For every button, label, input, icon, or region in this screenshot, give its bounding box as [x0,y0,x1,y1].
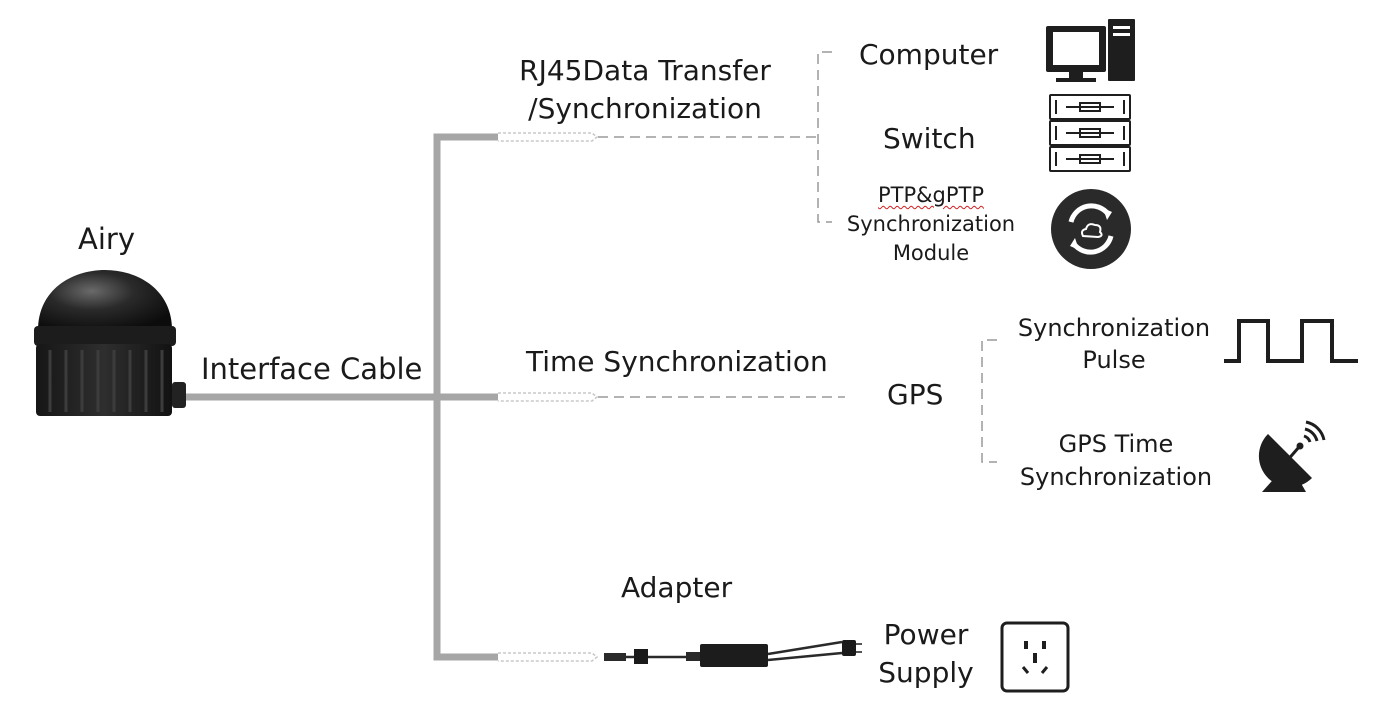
switch-icon [1049,94,1131,172]
satellite-dish-icon [1258,420,1326,492]
power-adapter-icon [604,640,862,667]
interface-cable [186,133,498,661]
time-sync-label: Time Synchronization [526,345,828,378]
square-wave-icon [1224,319,1358,363]
interface-cable-label: Interface Cable [201,352,423,386]
lidar-sensor-icon [34,270,186,416]
gps-time-sync-label-line2: Synchronization [1019,463,1213,491]
dashed-connections [598,51,997,463]
sync-pulse-label: Synchronization Pulse [1004,312,1224,376]
sync-pulse-label-line2: Pulse [1082,346,1146,374]
adapter-label: Adapter [621,571,733,604]
sync-pulse-label-line1: Synchronization [1017,314,1211,342]
rj45-label-line2: /Synchronization [528,92,762,125]
power-socket-icon [1000,621,1070,693]
rj45-label: RJ45Data Transfer /Synchronization [480,52,810,128]
power-supply-label-line2: Supply [878,656,974,689]
connector-arrows [498,132,599,662]
ptp-module-label-line3: Module [892,241,970,265]
computer-label: Computer [859,38,999,71]
sync-module-icon [1051,189,1131,269]
switch-label: Switch [883,122,976,155]
device-name: Airy [78,222,135,256]
power-supply-label-line1: Power [883,618,969,651]
power-supply-label: Power Supply [866,616,986,692]
gps-time-sync-label: GPS Time Synchronization [1006,428,1226,494]
computer-icon [1046,19,1135,82]
gps-label: GPS [887,378,944,411]
ptp-module-label-line1: PTP&gPTP [877,183,984,207]
gps-time-sync-label-line1: GPS Time [1058,430,1174,458]
ptp-module-label: PTP&gPTP Synchronization Module [836,181,1026,268]
ptp-module-label-line2: Synchronization [846,212,1016,236]
rj45-label-line1: RJ45Data Transfer [519,54,771,87]
